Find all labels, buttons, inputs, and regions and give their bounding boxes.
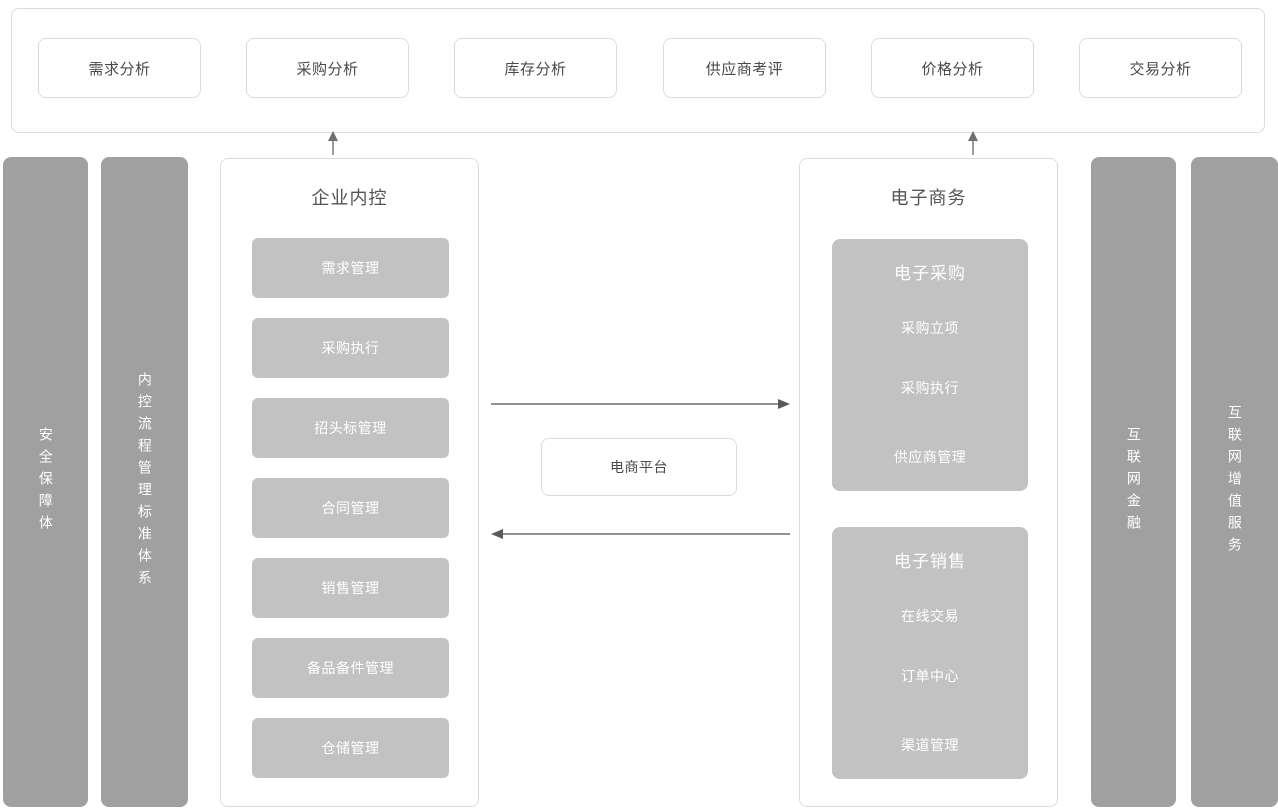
side-bar-label: 安全保障体 bbox=[37, 427, 54, 537]
group-item-online-transaction[interactable]: 在线交易 bbox=[901, 608, 959, 624]
analytics-chip-procurement-analysis[interactable]: 采购分析 bbox=[246, 38, 409, 98]
module-label: 备品备件管理 bbox=[307, 660, 394, 676]
arrow-right-icon-to-ecommerce bbox=[491, 399, 790, 409]
side-bar-internal-control-process-standard: 内控流程管理标准体系 bbox=[101, 157, 188, 807]
module-label: 销售管理 bbox=[321, 580, 380, 596]
analytics-chip-inventory-analysis[interactable]: 库存分析 bbox=[454, 38, 617, 98]
group-card-electronic-procurement: 电子采购 采购立项 采购执行 供应商管理 bbox=[832, 239, 1028, 491]
analytics-chip-label: 交易分析 bbox=[1129, 60, 1192, 78]
module-label: 合同管理 bbox=[321, 500, 380, 516]
side-bar-internet-value-added-service: 互联网增值服务 bbox=[1191, 157, 1278, 807]
arrow-left-icon-to-internal-control bbox=[491, 529, 790, 539]
panel-title-ecommerce: 电子商务 bbox=[890, 188, 967, 208]
module-label: 仓储管理 bbox=[321, 740, 380, 756]
side-bar-security-guarantee: 安全保障体 bbox=[3, 157, 88, 807]
panel-ecommerce: 电子商务 电子采购 采购立项 采购执行 供应商管理 电子销售 在线交易 订单中心… bbox=[799, 158, 1058, 807]
analytics-chip-label: 需求分析 bbox=[88, 60, 151, 78]
group-card-electronic-sales: 电子销售 在线交易 订单中心 渠道管理 bbox=[832, 527, 1028, 779]
module-label: 需求管理 bbox=[321, 260, 380, 276]
panel-title-internal-control: 企业内控 bbox=[311, 188, 388, 208]
group-title-electronic-procurement: 电子采购 bbox=[894, 264, 966, 283]
analytics-chip-label: 库存分析 bbox=[504, 60, 567, 78]
module-demand-management[interactable]: 需求管理 bbox=[252, 238, 449, 298]
side-bar-label: 互联网增值服务 bbox=[1226, 405, 1243, 559]
analytics-chip-transaction-analysis[interactable]: 交易分析 bbox=[1079, 38, 1242, 98]
analytics-chip-supplier-evaluation[interactable]: 供应商考评 bbox=[663, 38, 826, 98]
analytics-chip-demand-analysis[interactable]: 需求分析 bbox=[38, 38, 201, 98]
analytics-bar: 需求分析 采购分析 库存分析 供应商考评 价格分析 交易分析 bbox=[11, 8, 1265, 133]
group-item-supplier-management[interactable]: 供应商管理 bbox=[893, 449, 967, 465]
module-label: 招头标管理 bbox=[314, 420, 387, 436]
side-bar-internet-finance: 互联网金融 bbox=[1091, 157, 1176, 807]
platform-box-label: 电商平台 bbox=[610, 459, 668, 475]
module-warehouse-management[interactable]: 仓储管理 bbox=[252, 718, 449, 778]
arrow-up-icon-internal-control bbox=[328, 131, 338, 155]
module-spare-parts-management[interactable]: 备品备件管理 bbox=[252, 638, 449, 698]
group-title-electronic-sales: 电子销售 bbox=[894, 552, 966, 571]
analytics-chip-label: 价格分析 bbox=[921, 60, 984, 78]
side-bar-label: 内控流程管理标准体系 bbox=[136, 372, 153, 592]
panel-internal-control: 企业内控 需求管理 采购执行 招头标管理 合同管理 销售管理 备品备件管理 仓储… bbox=[220, 158, 479, 807]
group-item-order-center[interactable]: 订单中心 bbox=[901, 668, 959, 684]
analytics-chip-label: 采购分析 bbox=[296, 60, 359, 78]
group-item-procurement-initiation[interactable]: 采购立项 bbox=[901, 320, 959, 336]
analytics-chip-price-analysis[interactable]: 价格分析 bbox=[871, 38, 1034, 98]
module-label: 采购执行 bbox=[321, 340, 380, 356]
platform-box-ecommerce-platform[interactable]: 电商平台 bbox=[541, 438, 737, 496]
group-item-channel-management[interactable]: 渠道管理 bbox=[901, 737, 959, 753]
module-bidding-management[interactable]: 招头标管理 bbox=[252, 398, 449, 458]
analytics-chip-label: 供应商考评 bbox=[705, 60, 784, 78]
module-procurement-execution[interactable]: 采购执行 bbox=[252, 318, 449, 378]
side-bar-label: 互联网金融 bbox=[1125, 427, 1142, 537]
module-sales-management[interactable]: 销售管理 bbox=[252, 558, 449, 618]
group-item-procurement-execution[interactable]: 采购执行 bbox=[901, 380, 959, 396]
module-contract-management[interactable]: 合同管理 bbox=[252, 478, 449, 538]
arrow-up-icon-ecommerce bbox=[968, 131, 978, 155]
